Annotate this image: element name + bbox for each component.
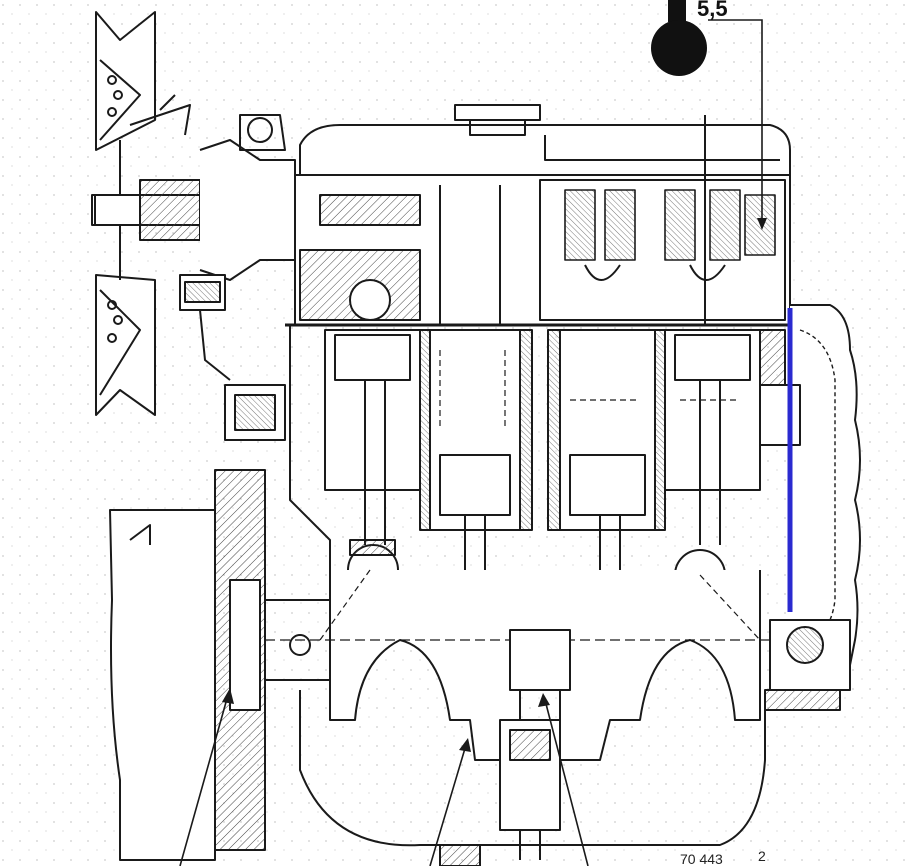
callout-stem: [668, 0, 686, 22]
oil-pump: [499, 719, 561, 860]
arrow-crank-bolt: [429, 744, 467, 866]
figure-reference-code: 70 443: [680, 851, 723, 866]
timing-cover: [759, 304, 861, 711]
cylinder-block: [289, 325, 786, 600]
water-pump-assembly: [94, 114, 296, 381]
callout-arrowhead: [757, 218, 767, 230]
callout-leader-line: [708, 19, 763, 225]
callout-bulb: [651, 20, 707, 76]
cylinder-head: [294, 115, 791, 326]
arrow-oil-pump: [544, 699, 589, 866]
drain-plug: [439, 844, 481, 866]
cooling-fan: [91, 11, 191, 416]
figure-reference-number: 2: [758, 848, 766, 864]
torque-callout: 5,5: [651, 0, 767, 230]
oil-sump: [299, 690, 766, 847]
flywheel-housing: [109, 384, 330, 861]
crankshaft: [250, 569, 800, 761]
callout-value: 5,5: [697, 0, 728, 21]
pointer-arrows: [179, 694, 589, 866]
arrow-flywheel-bolt: [179, 694, 229, 866]
